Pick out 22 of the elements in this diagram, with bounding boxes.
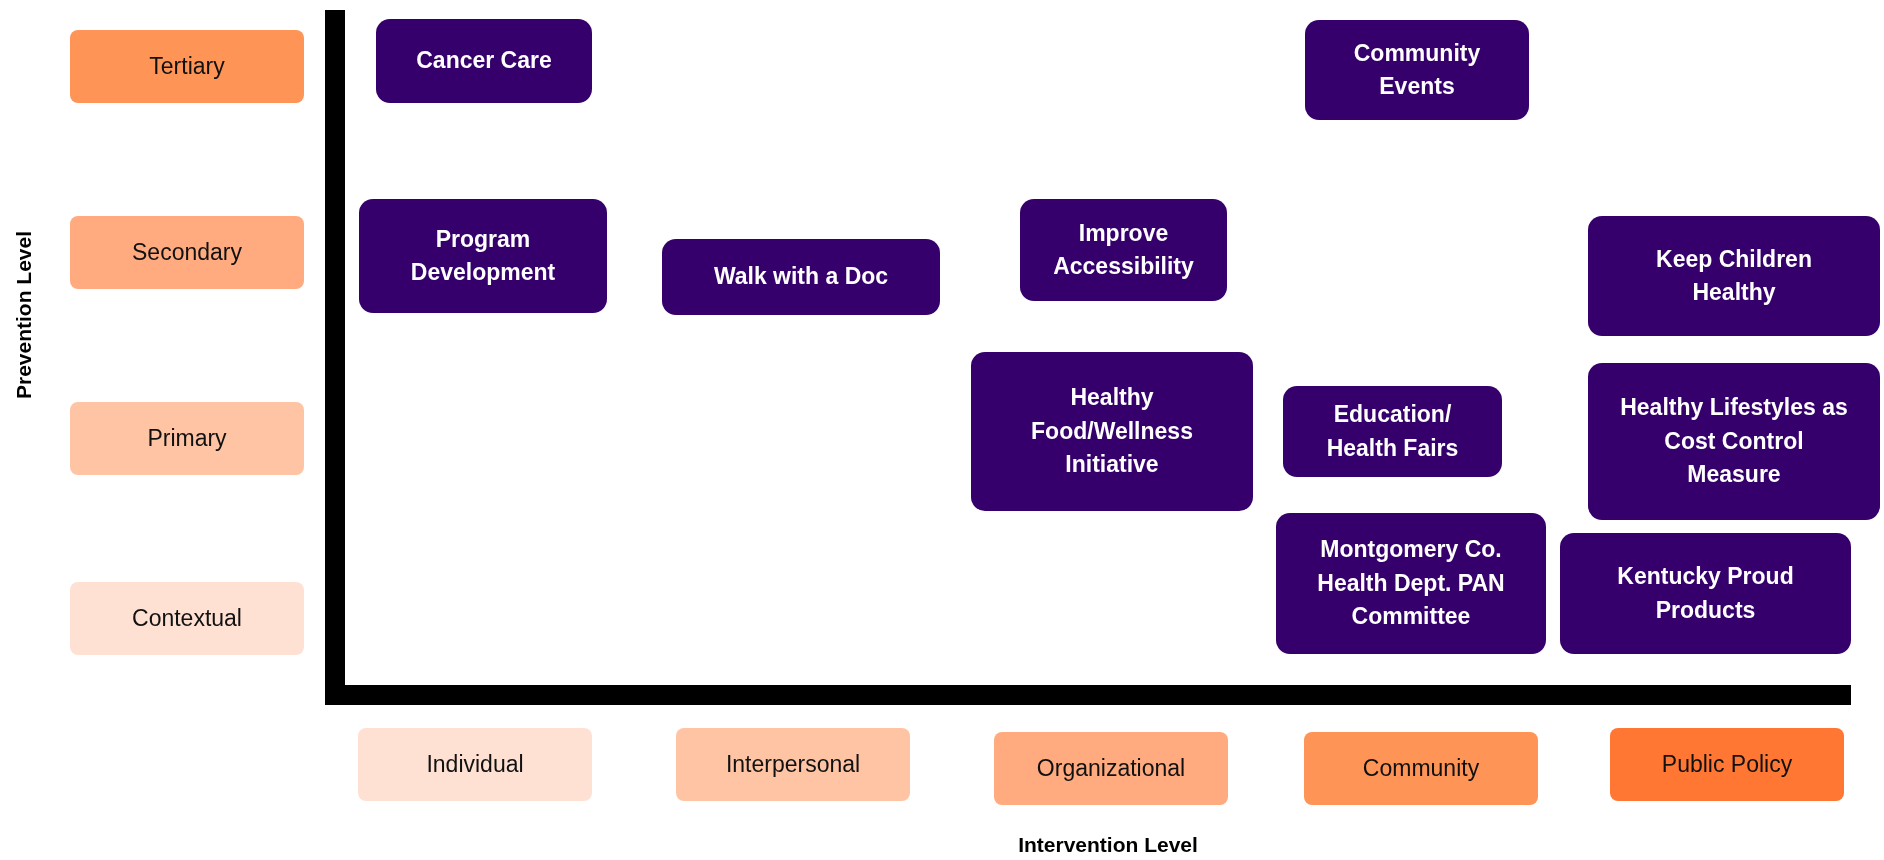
initiative-box: Community Events (1305, 20, 1529, 120)
initiative-box: Improve Accessibility (1020, 199, 1227, 301)
initiative-box: Education/ Health Fairs (1283, 386, 1502, 477)
axis-title: Intervention Level (1018, 833, 1198, 857)
level-box: Interpersonal (676, 728, 910, 801)
level-box: Organizational (994, 732, 1228, 805)
initiative-box: Cancer Care (376, 19, 592, 103)
level-box: Community (1304, 732, 1538, 805)
level-box: Public Policy (1610, 728, 1844, 801)
initiative-box: Keep Children Healthy (1588, 216, 1880, 336)
initiative-box: Healthy Food/Wellness Initiative (971, 352, 1253, 511)
initiative-box: Kentucky Proud Products (1560, 533, 1851, 654)
level-box: Secondary (70, 216, 304, 289)
initiative-box: Walk with a Doc (662, 239, 940, 315)
axis-title: Prevention Level (12, 230, 36, 400)
initiative-box: Healthy Lifestyles as Cost Control Measure (1588, 363, 1880, 520)
level-box: Contextual (70, 582, 304, 655)
level-box: Primary (70, 402, 304, 475)
initiative-box: Montgomery Co. Health Dept. PAN Committee (1276, 513, 1546, 654)
level-box: Individual (358, 728, 592, 801)
level-box: Tertiary (70, 30, 304, 103)
initiative-box: Program Development (359, 199, 607, 313)
